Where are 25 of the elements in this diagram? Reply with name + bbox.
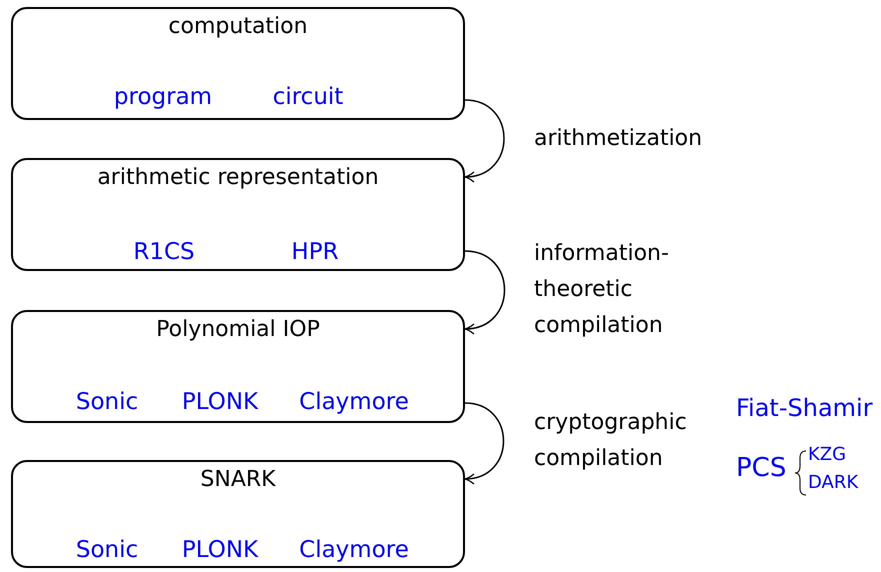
technique-label: PCS [736, 455, 786, 481]
technique-label: KZG [808, 446, 846, 464]
example-term: Claymore [299, 536, 409, 564]
technique-label: Fiat-Shamir [736, 396, 873, 420]
example-term: PLONK [182, 388, 258, 416]
rounded-box [11, 460, 465, 568]
edge-label: cryptographic compilation [534, 409, 688, 473]
technique-label: DARK [808, 474, 858, 492]
edge-label: information-theoretic compilation [534, 240, 670, 340]
box-title: SNARK [199, 466, 277, 494]
example-term: Sonic [76, 388, 138, 416]
rounded-box [11, 310, 465, 423]
rounded-box [11, 158, 465, 271]
example-term: circuit [272, 83, 344, 111]
edge-label: arithmetization [534, 124, 704, 152]
example-term: Claymore [299, 388, 409, 416]
example-term: R1CS [133, 238, 195, 266]
example-term: PLONK [182, 536, 258, 564]
example-term: HPR [291, 238, 339, 266]
box-title: arithmetic representation [96, 164, 380, 192]
example-term: Sonic [76, 536, 138, 564]
box-title: computation [167, 13, 309, 41]
box-title: Polynomial IOP [155, 316, 321, 344]
example-term: program [114, 83, 212, 111]
rounded-box [11, 7, 465, 120]
